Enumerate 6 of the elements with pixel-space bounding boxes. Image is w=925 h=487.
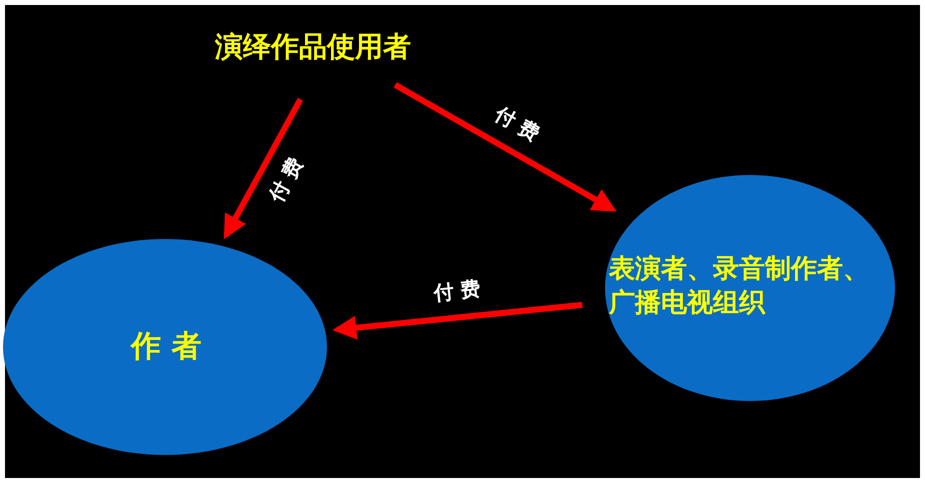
arrow [332, 302, 583, 340]
node-label: 表演者、录音制作者、广播电视组织 [609, 253, 870, 320]
node-label: 作 者 [131, 328, 202, 366]
node-title: 演绎作品使用者 [215, 28, 411, 66]
arrow [224, 98, 304, 240]
arrow [394, 82, 616, 212]
